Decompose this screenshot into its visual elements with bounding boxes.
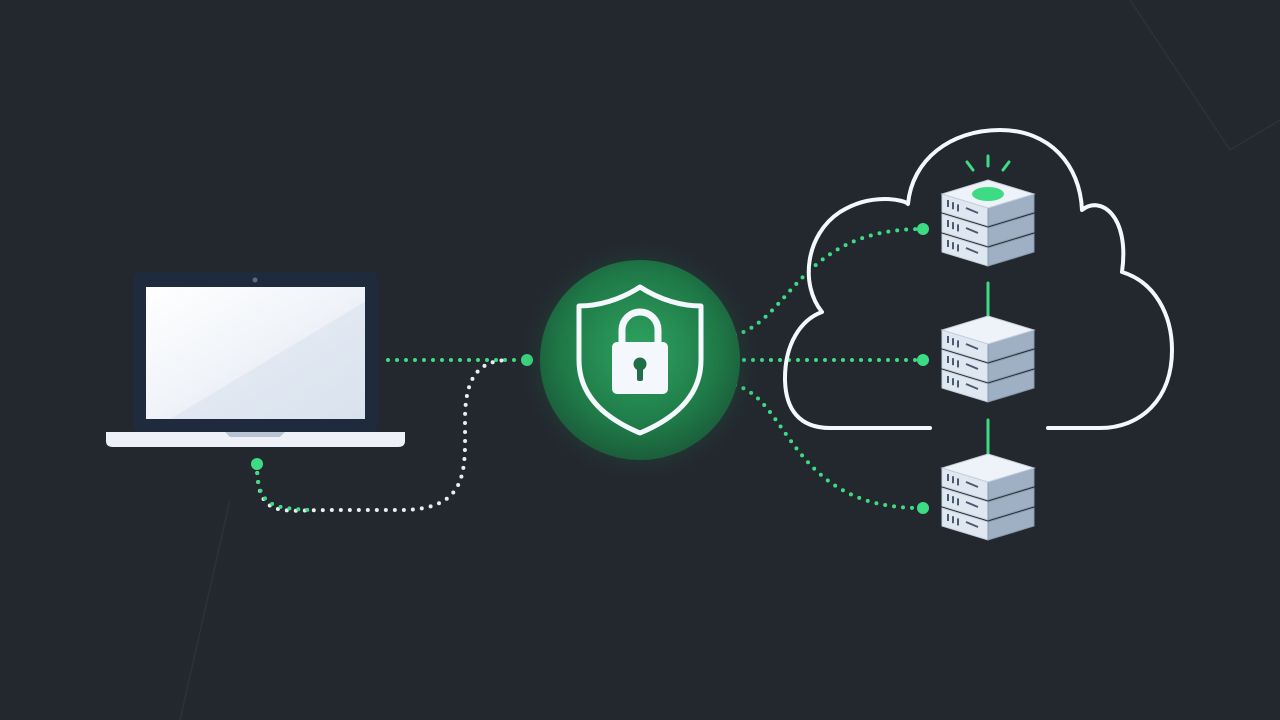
server-stack-icon (940, 453, 1036, 541)
connection-shield-server-bottom (733, 383, 922, 510)
connection-shield-server-top (733, 227, 922, 337)
endpoint-dot (251, 458, 263, 470)
connections (255, 227, 990, 513)
connection-laptop-loop (255, 358, 512, 513)
cloud-icon (783, 128, 1174, 430)
laptop-icon (106, 272, 405, 447)
status-light-icon (972, 187, 1004, 201)
shield-lock-icon (510, 230, 770, 490)
endpoint-dot (917, 223, 929, 235)
server-stack-icon (940, 179, 1036, 267)
server-group (940, 179, 1036, 541)
endpoint-dot (917, 502, 929, 514)
active-indicator-icon (965, 154, 1011, 172)
endpoint-dot (917, 354, 929, 366)
background-decoration (179, 0, 1280, 720)
server-stack-icon (940, 315, 1036, 403)
connection-laptop-loop-green (255, 462, 312, 512)
